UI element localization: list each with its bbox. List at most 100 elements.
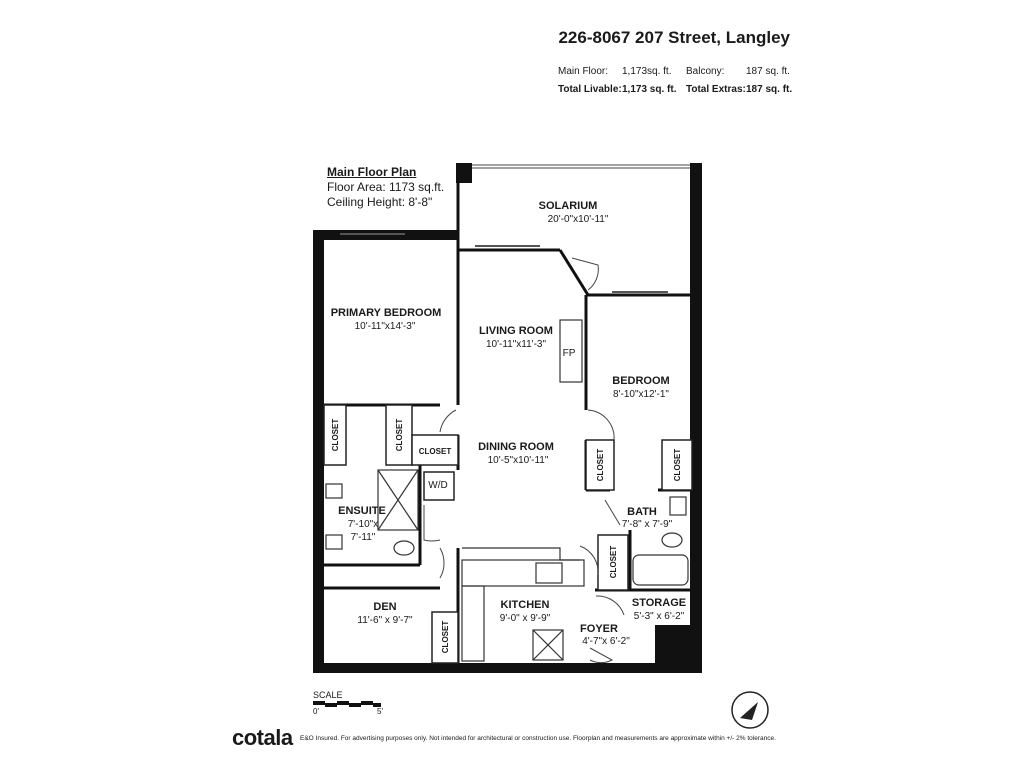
wall-se-column <box>655 625 695 673</box>
fireplace <box>559 319 583 383</box>
washer-dryer <box>423 471 455 501</box>
closet-label-4: CLOSET <box>596 449 605 482</box>
door-bath <box>604 499 621 526</box>
solarium-dim: 20'-0"x10'-11" <box>548 214 609 225</box>
scale-seg-4 <box>349 703 361 707</box>
floor-area: Floor Area: 1173 sq.ft. <box>327 180 445 194</box>
storage-dim: 5'-3" x 6'-2" <box>634 611 685 622</box>
kitchen-dim: 9'-0" x 9'-9" <box>500 613 551 624</box>
plan-title: Main Floor Plan <box>327 165 417 179</box>
kitchen-name: KITCHEN <box>501 599 550 611</box>
closet-label-2: CLOSET <box>395 419 404 452</box>
fixtures <box>325 319 689 662</box>
balcony-label: Balcony: <box>686 66 725 77</box>
den-name: DEN <box>373 601 396 613</box>
wall-living-angle <box>558 249 590 296</box>
scale-zero: 0' <box>313 707 319 716</box>
shower <box>377 469 419 531</box>
scale-seg-6 <box>373 703 381 707</box>
door-hall-closet <box>579 545 599 576</box>
door-solarium <box>571 257 599 291</box>
closet-bedroom-2 <box>661 439 693 491</box>
closet-hall <box>597 534 629 591</box>
closet-label-5: CLOSET <box>673 449 682 482</box>
scale-bar-graphic <box>313 701 381 707</box>
closets <box>323 404 693 664</box>
ensuite-dim-1: 7'-10"x <box>348 519 378 530</box>
door-entry <box>589 647 614 664</box>
bathtub <box>632 554 689 586</box>
scale-label: SCALE <box>313 690 343 700</box>
scale-seg-3 <box>337 701 349 705</box>
sink-ensuite-2 <box>325 534 343 550</box>
total-extras-value: 187 sq. ft. <box>746 84 793 95</box>
bedroom-dim: 8'-10"x12'-1" <box>613 389 669 400</box>
dining-room-name: DINING ROOM <box>478 441 554 453</box>
fridge-diag-2 <box>532 629 564 661</box>
brand-logo: cotala <box>232 725 293 750</box>
solarium-outline <box>472 164 690 169</box>
storage-name: STORAGE <box>632 597 686 609</box>
kitchen-counter <box>462 547 580 561</box>
closet-den <box>431 611 459 664</box>
bedroom-name: BEDROOM <box>612 375 669 387</box>
foyer-name: FOYER <box>580 623 618 635</box>
fridge <box>532 629 564 661</box>
door-storage <box>595 595 625 616</box>
compass-icon <box>731 691 769 729</box>
ensuite-dim-2: 7'-11" <box>351 532 376 543</box>
closet-bedroom-1 <box>585 439 615 491</box>
primary-bedroom-name: PRIMARY BEDROOM <box>331 307 442 319</box>
closet-label-3: CLOSET <box>419 447 452 456</box>
living-room-dim: 10'-11"x11'-3" <box>486 339 546 350</box>
area-row-main: Main Floor: 1,173sq. ft. Balcony: 187 sq… <box>558 63 790 81</box>
door-den <box>439 547 445 579</box>
sink-bath <box>669 496 687 516</box>
toilet-bath <box>661 532 683 548</box>
living-room-name: LIVING ROOM <box>479 325 553 337</box>
wall-east <box>690 163 702 673</box>
main-floor-value: 1,173sq. ft. <box>622 66 672 77</box>
plan-info: Main Floor Plan Floor Area: 1173 sq.ft. … <box>327 165 444 210</box>
scale-seg-2 <box>325 703 337 707</box>
closet-primary-3 <box>411 434 459 466</box>
doors <box>423 257 625 664</box>
room-labels: SOLARIUM 20'-0"x10'-11" PRIMARY BEDROOM … <box>331 200 686 653</box>
balcony-value: 187 sq. ft. <box>746 66 790 77</box>
door-bedroom <box>587 409 615 441</box>
door-primary <box>439 409 457 433</box>
ensuite-name: ENSUITE <box>338 505 386 517</box>
wall-south <box>313 663 689 673</box>
closet-label-6: CLOSET <box>609 546 618 579</box>
closet-label-7: CLOSET <box>441 621 450 654</box>
shower-diag-2 <box>377 469 419 531</box>
compass-arrow <box>740 702 758 720</box>
total-livable-value: 1,173 sq. ft. <box>622 84 677 95</box>
ceiling-height: Ceiling Height: 8'-8" <box>327 195 433 209</box>
wall-west <box>313 230 324 673</box>
fireplace-label: FP <box>563 348 576 359</box>
bath-dim: 7'-8" x 7'-9" <box>622 519 673 530</box>
compass-ring <box>731 691 769 729</box>
scale-five: 5' <box>377 707 383 716</box>
scale-seg-1 <box>313 701 325 705</box>
property-address: 226-8067 207 Street, Langley <box>558 28 790 47</box>
foyer-dim: 4'-7"x 6'-2" <box>582 636 630 647</box>
solarium-name: SOLARIUM <box>539 200 598 212</box>
door-ensuite <box>423 505 441 542</box>
closet-primary-1 <box>323 404 347 466</box>
bath-name: BATH <box>627 506 657 518</box>
total-livable-label: Total Livable: <box>558 84 622 95</box>
kitchen-counter-west <box>461 585 485 662</box>
area-summary: Main Floor: 1,173sq. ft. Balcony: 187 sq… <box>558 63 793 99</box>
washer-dryer-label: W/D <box>428 480 447 491</box>
wall-solarium-nw-post <box>456 163 472 183</box>
interior-walls <box>324 170 692 663</box>
windows <box>340 233 668 293</box>
kitchen-island <box>461 559 585 587</box>
disclaimer-text: E&O Insured. For advertising purposes on… <box>300 735 776 742</box>
sink-ensuite-1 <box>325 483 343 499</box>
primary-bedroom-dim: 10'-11"x14'-3" <box>355 321 416 332</box>
scale-seg-5 <box>361 701 373 705</box>
